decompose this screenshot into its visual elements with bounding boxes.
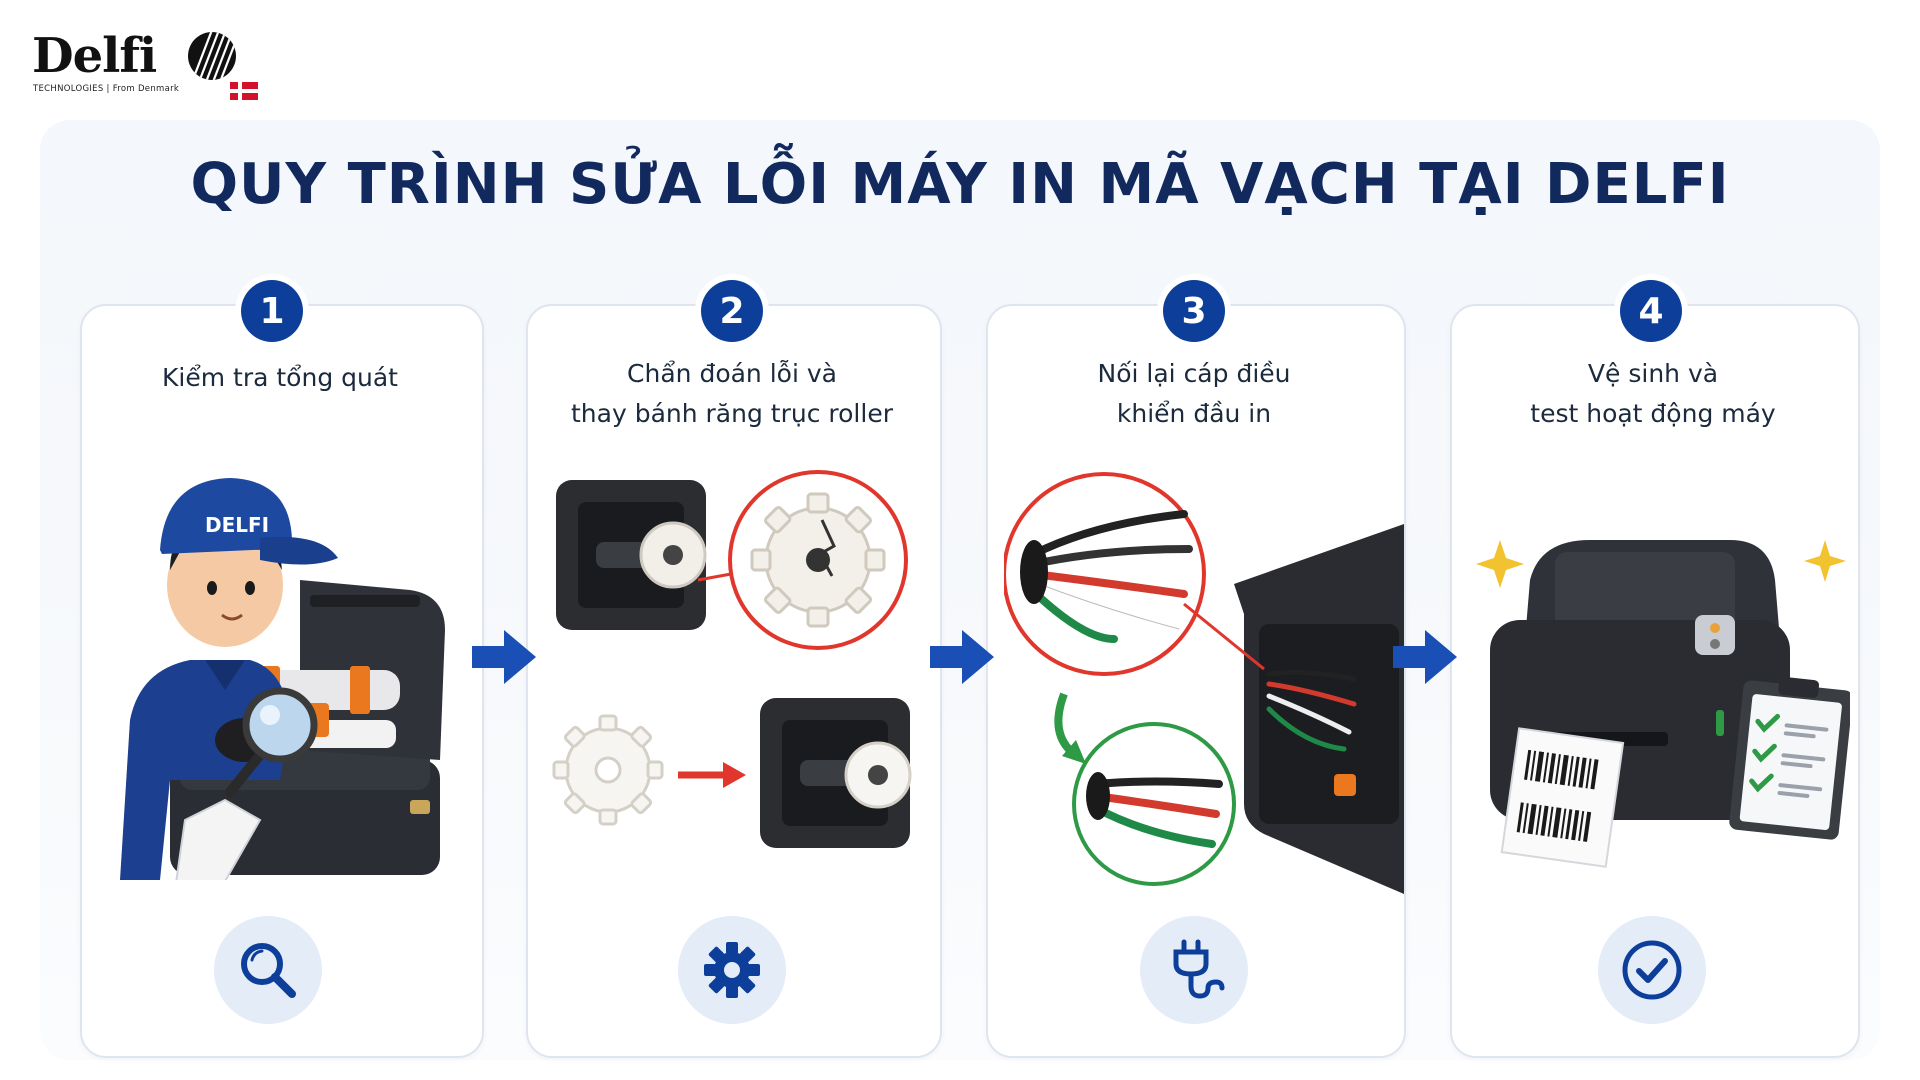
next-step-arrow-3: [1393, 630, 1457, 684]
step-label-1: Kiểm tra tổng quát: [80, 358, 480, 398]
roller-housing-repaired: [760, 698, 912, 848]
sparkle-icon: [1476, 540, 1846, 588]
step-number-3: 3: [1163, 280, 1225, 342]
step-number-1: 1: [241, 280, 303, 342]
logo-wordmark: Delfi: [32, 28, 157, 84]
new-gear: [552, 714, 664, 826]
step-label-3: Nối lại cáp điều khiển đầu in: [986, 354, 1402, 434]
step-label-2-line-1: Chẩn đoán lỗi và: [627, 359, 837, 388]
next-step-arrow-2: [930, 630, 994, 684]
step-3-icon-circle: [1140, 916, 1248, 1024]
replace-arrow-icon: [678, 762, 746, 788]
page-title: QUY TRÌNH SỬA LỖI MÁY IN MÃ VẠCH TẠI DEL…: [190, 152, 1730, 217]
denmark-flag-icon: [230, 82, 258, 100]
check-circle-icon: [1622, 940, 1682, 1000]
step-label-2-line-2: thay bánh răng trục roller: [571, 399, 893, 428]
step-number-2: 2: [701, 280, 763, 342]
step-label-4: Vệ sinh và test hoạt động máy: [1450, 354, 1856, 434]
technician-inspecting-printer-illustration: DELFI: [120, 478, 445, 880]
fix-arrow-icon: [1054, 692, 1086, 764]
logo-tagline: TECHNOLOGIES | From Denmark: [33, 84, 180, 94]
step-label-3-line-2: khiển đầu in: [1116, 399, 1272, 428]
damaged-cable-zoom-circle: [1004, 472, 1206, 676]
broken-gear-zoom-circle: [728, 470, 908, 650]
cap-logo-text: DELFI: [205, 513, 269, 537]
delfi-logo: Delfi TECHNOLOGIES | From Denmark: [30, 28, 260, 100]
next-step-arrow-1: [472, 630, 536, 684]
step-label-4-line-1: Vệ sinh và: [1587, 359, 1719, 388]
step-4-icon-circle: [1598, 916, 1706, 1024]
barcode-label: [1500, 727, 1625, 868]
step-label-3-line-1: Nối lại cáp điều: [1097, 359, 1291, 388]
logo-stripe-circle-icon: [188, 32, 236, 80]
step-2-icon-circle: [678, 916, 786, 1024]
repaired-cable-zoom-circle: [1072, 722, 1236, 886]
magnifying-glass-icon: [225, 687, 318, 797]
magnifier-icon: [241, 943, 296, 998]
step-label-2: Chẩn đoán lỗi và thay bánh răng trục rol…: [526, 354, 938, 434]
gear-replacement-illustration: [552, 470, 912, 848]
clipboard-checklist-icon: [1729, 676, 1850, 840]
step-1-icon-circle: [214, 916, 322, 1024]
roller-housing-damaged: [556, 480, 707, 630]
clean-printer-test-illustration: [1476, 540, 1850, 868]
printer-mechanism: [1234, 524, 1404, 894]
step-label-4-line-2: test hoạt động máy: [1530, 399, 1776, 428]
cable-reconnection-illustration: [1004, 472, 1404, 894]
step-label-1-line-1: Kiểm tra tổng quát: [162, 363, 398, 392]
cable-plug-icon: [1173, 939, 1225, 999]
gear-icon: [704, 942, 760, 998]
step-number-4: 4: [1620, 280, 1682, 342]
